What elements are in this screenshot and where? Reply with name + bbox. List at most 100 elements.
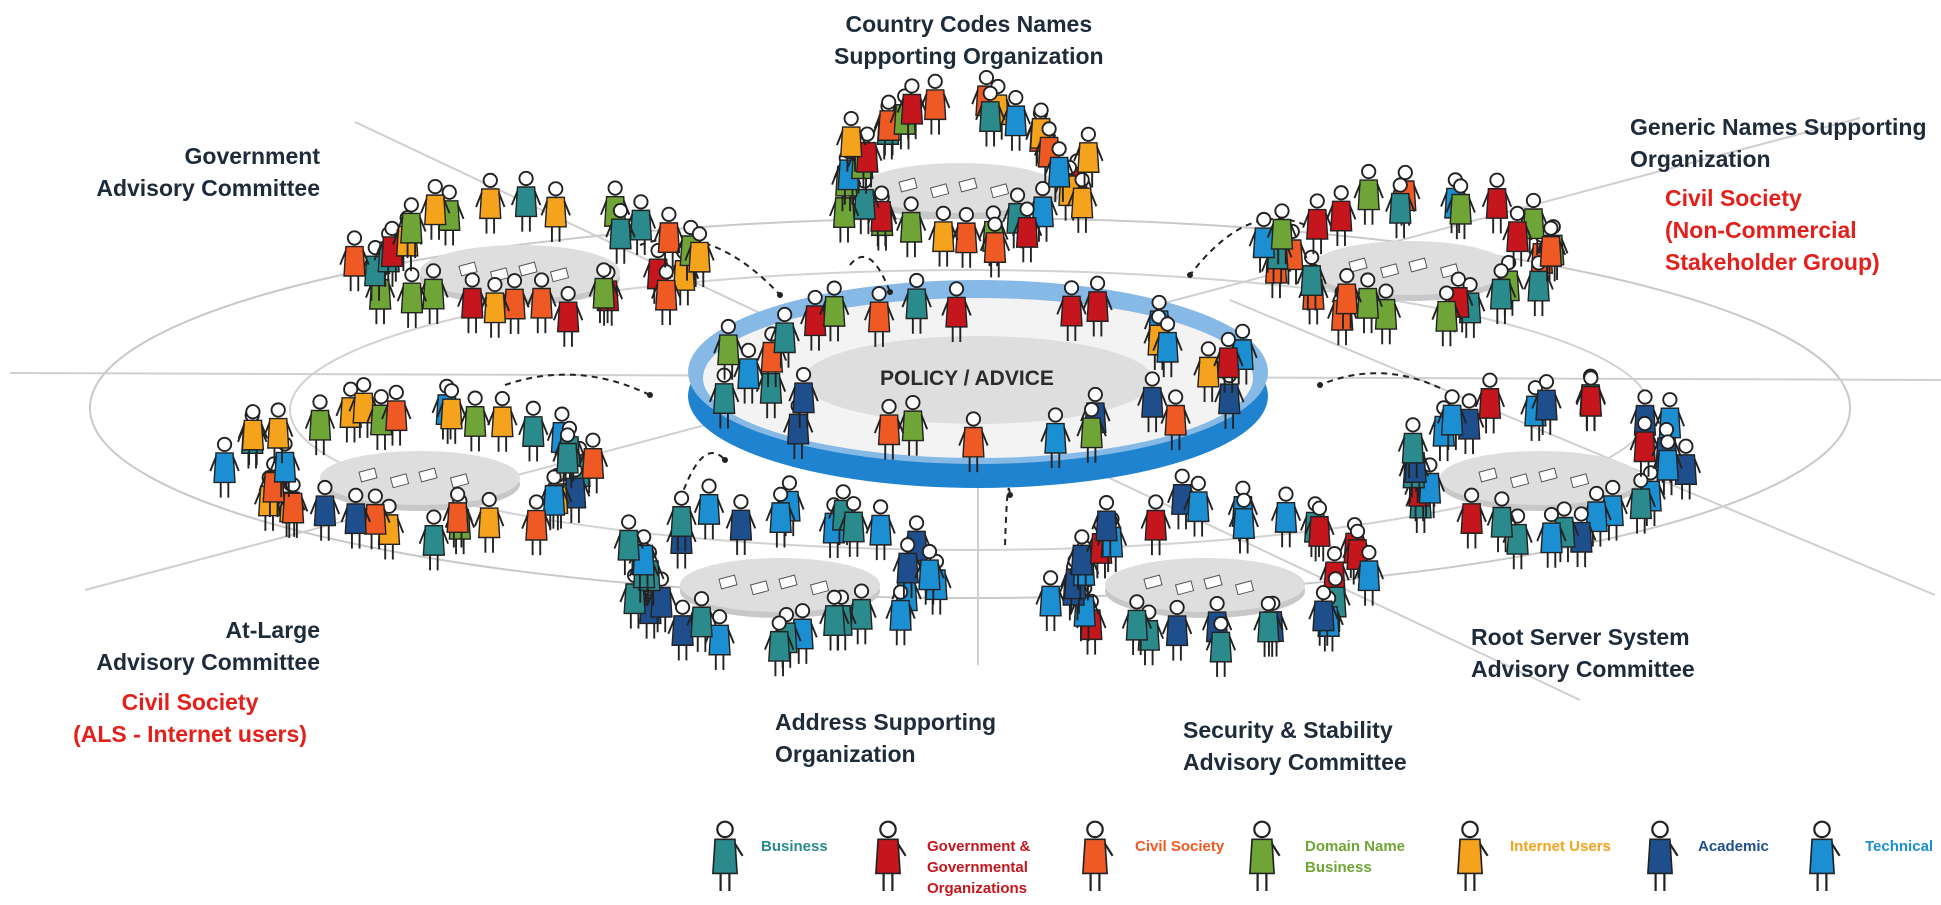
- body: [1218, 383, 1241, 415]
- arm: [1431, 305, 1439, 320]
- head: [481, 491, 497, 508]
- head: [546, 469, 562, 485]
- arm: [418, 529, 427, 545]
- legend-business: Business: [761, 836, 828, 857]
- head: [216, 436, 233, 453]
- arm: [748, 513, 757, 529]
- body: [1449, 193, 1472, 225]
- body: [440, 398, 463, 430]
- arm: [651, 283, 659, 299]
- arm: [944, 573, 952, 589]
- label-line: Government: [184, 143, 320, 169]
- body: [923, 89, 947, 121]
- person-icon: [625, 194, 657, 256]
- arm: [896, 843, 907, 857]
- arm: [254, 489, 262, 505]
- arm: [419, 216, 427, 232]
- arm: [577, 440, 585, 456]
- head: [987, 216, 1003, 232]
- head: [1087, 386, 1103, 403]
- arm: [810, 622, 818, 638]
- arm: [1412, 184, 1421, 200]
- arm: [564, 487, 573, 503]
- arrow-head: [722, 457, 728, 463]
- arm: [1407, 197, 1416, 212]
- head: [958, 206, 974, 223]
- arm: [1002, 207, 1010, 223]
- body: [729, 509, 753, 541]
- paper-icon: [929, 183, 950, 199]
- head: [1253, 820, 1271, 839]
- head: [1174, 468, 1190, 484]
- arm: [1342, 543, 1350, 559]
- person-icon: [552, 427, 583, 489]
- aso-table: [680, 558, 880, 612]
- body: [1460, 503, 1483, 534]
- head: [908, 515, 925, 531]
- label-line: Security & Stability: [1183, 717, 1393, 743]
- person-icon: [553, 286, 584, 347]
- arm: [1289, 222, 1298, 238]
- arm: [1629, 408, 1638, 424]
- arm: [1385, 197, 1393, 212]
- body: [688, 241, 711, 273]
- arm: [1184, 619, 1193, 635]
- body: [385, 400, 408, 432]
- head: [1256, 211, 1272, 228]
- arm: [396, 286, 405, 302]
- arm: [1558, 240, 1567, 256]
- paper-icon: [518, 261, 538, 277]
- legend-person-icon: [1249, 820, 1281, 892]
- arm: [1693, 458, 1702, 474]
- person-icon: [866, 185, 897, 247]
- arm: [684, 245, 692, 261]
- arm: [1270, 506, 1279, 522]
- arm: [892, 556, 901, 572]
- arm: [1183, 495, 1191, 511]
- arm: [1648, 492, 1656, 508]
- arm: [1280, 615, 1288, 631]
- body: [281, 492, 305, 524]
- legend-label: Business: [1305, 859, 1372, 876]
- head: [343, 381, 359, 397]
- flow-arrow: [504, 373, 651, 396]
- arm: [941, 300, 949, 316]
- arm: [1559, 526, 1567, 542]
- person-icon: [1481, 172, 1513, 234]
- head: [348, 487, 364, 503]
- person-icon: [1536, 506, 1567, 568]
- head: [443, 383, 460, 399]
- arm: [442, 198, 451, 214]
- head: [1543, 506, 1560, 523]
- person-icon: [788, 366, 819, 428]
- head: [367, 488, 383, 504]
- person-icon: [897, 394, 929, 456]
- label-line: Country Codes Names: [845, 11, 1093, 37]
- head: [1461, 820, 1479, 839]
- arm: [1000, 109, 1009, 125]
- arm: [1227, 500, 1236, 516]
- arm: [836, 130, 844, 146]
- arm: [1050, 200, 1058, 216]
- arm: [263, 422, 271, 437]
- person-icon: [901, 272, 932, 334]
- arm: [1236, 351, 1244, 367]
- body: [1585, 501, 1608, 533]
- flow-arrow: [1004, 487, 1011, 546]
- body: [1489, 278, 1513, 310]
- head: [1033, 102, 1049, 118]
- person-icon: [1370, 283, 1402, 345]
- arm: [1830, 843, 1841, 857]
- arm: [1056, 299, 1064, 315]
- body: [1809, 838, 1835, 875]
- arm: [755, 377, 764, 392]
- arm: [460, 410, 468, 426]
- body: [1044, 422, 1067, 454]
- head: [843, 110, 859, 127]
- person-icon: [1066, 529, 1098, 591]
- person-icon: [1456, 487, 1487, 549]
- person-icon: [1385, 177, 1416, 239]
- arm: [1276, 615, 1284, 631]
- head: [1041, 121, 1057, 137]
- arm: [1481, 192, 1490, 208]
